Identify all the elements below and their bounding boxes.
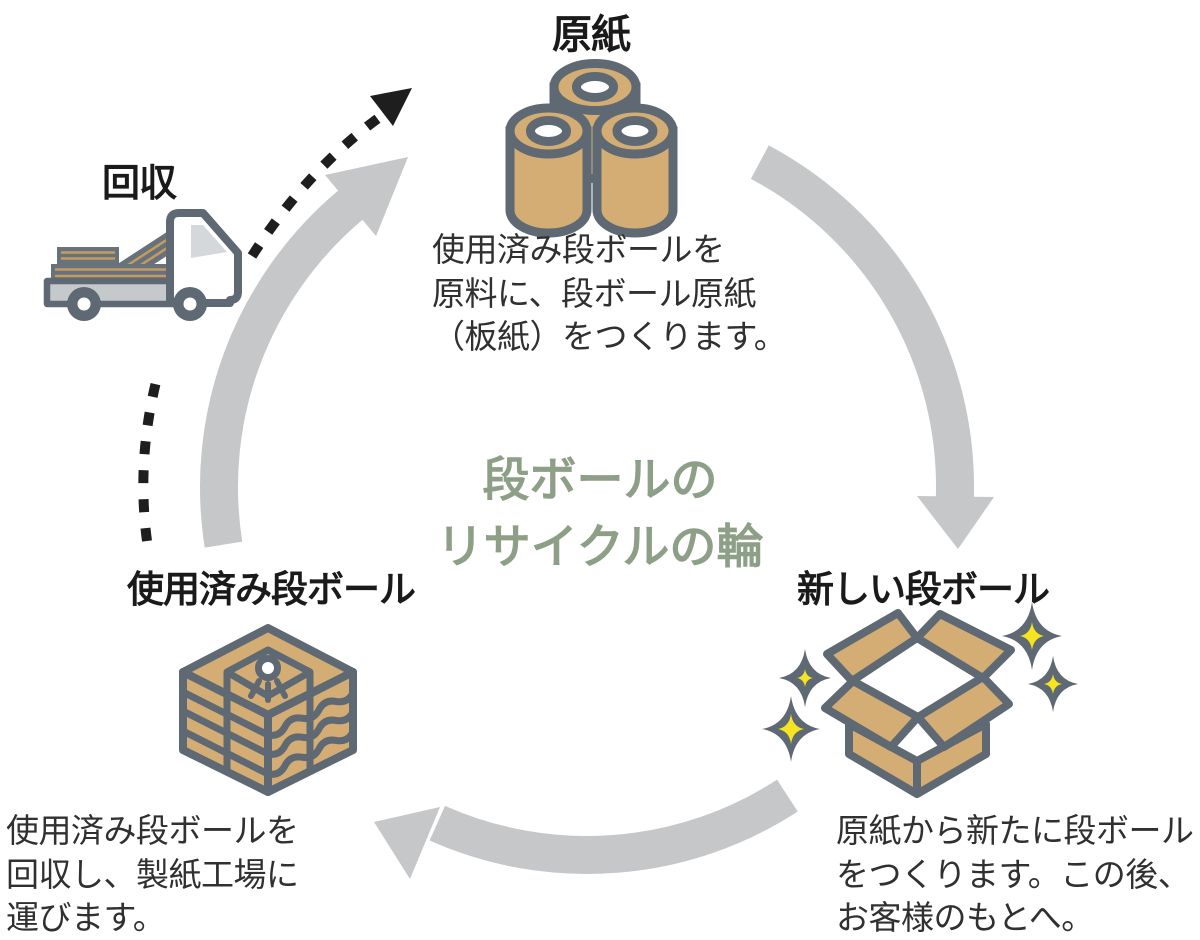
new-cardboard-description: 原紙から新たに段ボール をつくります。この後、 お客様のもとへ。 [836, 809, 1194, 940]
cycle-arrowhead-top-left [325, 157, 408, 236]
diagram-title-line-2: リサイクルの輪 [436, 520, 764, 573]
dashed-arrowhead [370, 88, 412, 126]
description-line: をつくります。この後、 [836, 855, 1191, 893]
description-line: お客様のもとへ。 [836, 899, 1094, 936]
collection-dashed-arrows [138, 88, 412, 542]
cycle-arrowhead-right [917, 496, 994, 549]
description-line: 使用済み段ボールを [6, 812, 299, 849]
cycle-arc-left [200, 190, 363, 548]
cycle-arc-top-right [750, 145, 975, 501]
description-line: 回収し、製紙工場に [6, 855, 299, 893]
cycle-arrowhead-bottom-left [374, 807, 440, 879]
cycle-arrows [200, 145, 994, 879]
diagram-title-line-1: 段ボールの [482, 453, 718, 506]
description-line: 運びます。 [6, 899, 166, 936]
used-cardboard-label: 使用済み段ボール [127, 569, 416, 610]
description-line: 原料に、段ボール原紙 [432, 274, 757, 312]
description-line: （板紙）をつくります。 [432, 318, 787, 355]
cycle-arc-bottom [429, 779, 798, 874]
base-paper-label: 原紙 [552, 13, 631, 57]
sparkle-icons [762, 602, 1078, 762]
collection-label: 回収 [102, 163, 177, 205]
open-cardboard-box-icon [821, 609, 1015, 798]
cardboard-bundle-icon [179, 624, 357, 796]
used-cardboard-description: 使用済み段ボールを 回収し、製紙工場に 運びます。 [6, 809, 299, 940]
description-line: 原紙から新たに段ボール [836, 812, 1194, 849]
description-line: 使用済み段ボールを [432, 231, 725, 268]
dashed-line-bundle-to-truck [138, 372, 163, 542]
paper-rolls-icon [505, 59, 678, 238]
base-paper-description: 使用済み段ボールを 原料に、段ボール原紙 （板紙）をつくります。 [432, 228, 787, 359]
diagram-title: 段ボールの リサイクルの輪 [300, 446, 900, 580]
new-cardboard-label: 新しい段ボール [797, 569, 1050, 610]
collection-truck-icon [43, 209, 242, 321]
